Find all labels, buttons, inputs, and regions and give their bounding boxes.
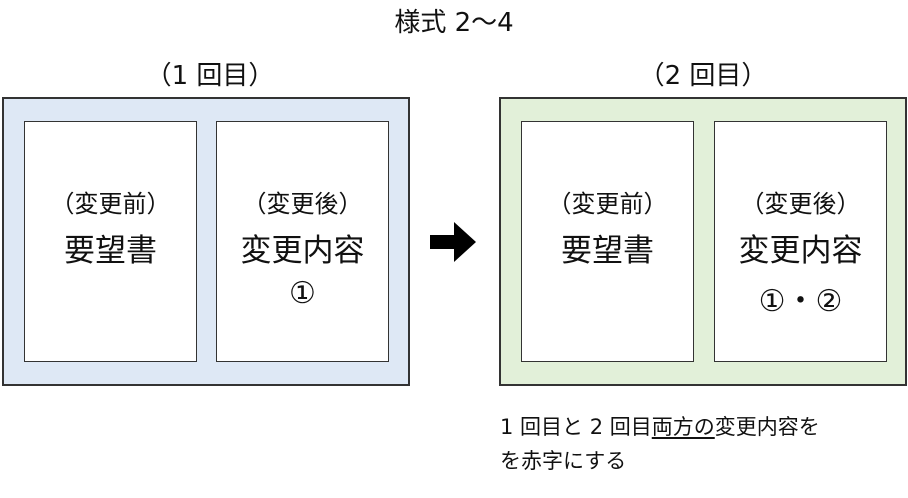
change-number: ①: [289, 276, 316, 311]
change-numbers: ①・②: [758, 284, 843, 319]
round-2-panel: （変更前） 要望書 （変更後） 変更内容 ①・②: [499, 97, 907, 386]
right-arrow-icon: [428, 220, 478, 264]
after-document: （変更後） 変更内容 ①・②: [714, 121, 887, 362]
before-sub-label: （変更前）: [547, 190, 668, 218]
after-sub-label: （変更後）: [740, 190, 861, 218]
before-document: （変更前） 要望書: [24, 121, 197, 362]
before-main-label: 要望書: [561, 233, 654, 269]
after-main-label: 変更内容: [240, 233, 365, 269]
before-main-label: 要望書: [64, 233, 157, 269]
note-text: 1 回目と 2 回目両方の変更内容を を赤字にする: [500, 415, 820, 473]
after-document: （変更後） 変更内容 ①: [216, 121, 389, 362]
underlined-text: 両方の: [651, 415, 715, 439]
after-main-label: 変更内容: [738, 233, 863, 269]
page-title: 様式 2〜4: [394, 8, 514, 38]
before-sub-label: （変更前）: [50, 190, 171, 218]
before-document: （変更前） 要望書: [521, 121, 694, 362]
after-sub-label: （変更後）: [242, 190, 363, 218]
round-1-label: （1 回目）: [145, 61, 275, 91]
round-1-panel: （変更前） 要望書 （変更後） 変更内容 ①: [2, 97, 410, 386]
round-2-label: （2 回目）: [638, 61, 768, 91]
